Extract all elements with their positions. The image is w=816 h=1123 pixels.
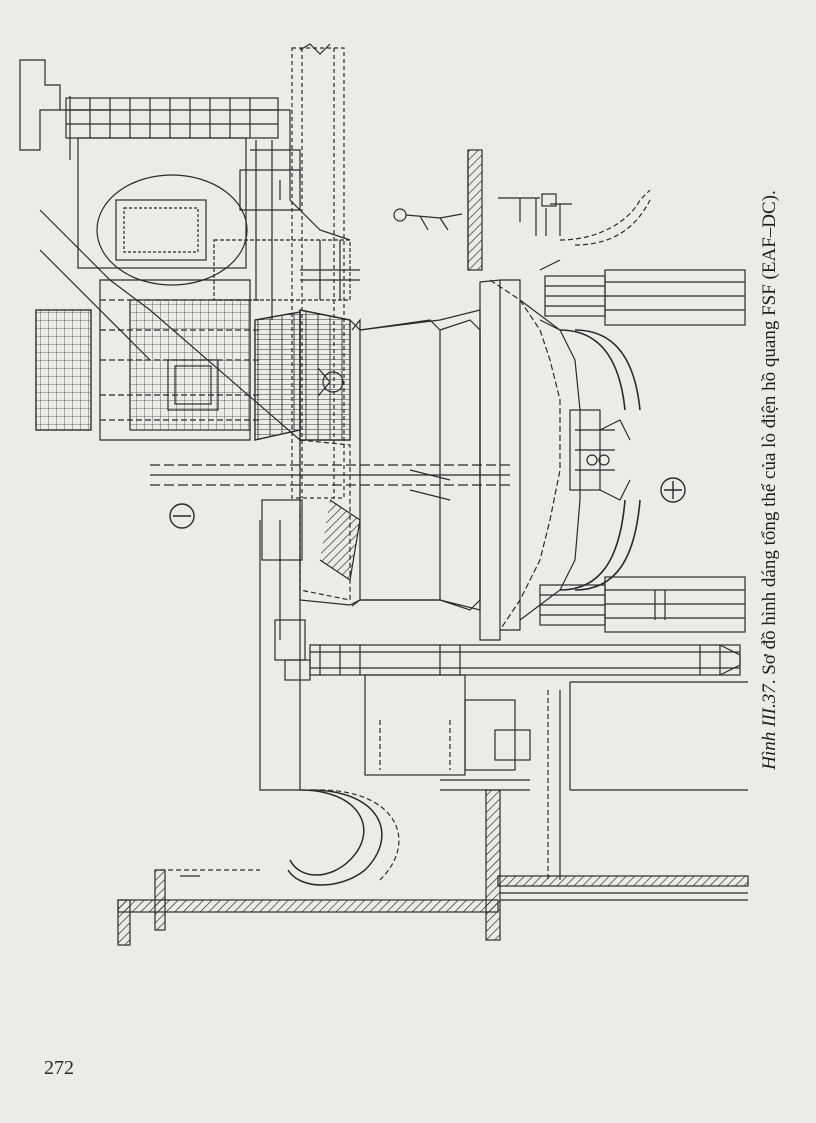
furnace-shell bbox=[150, 279, 561, 641]
page-number: 272 bbox=[44, 1057, 74, 1079]
figure-caption-text: . Sơ đồ hình dáng tổng thể của lò điện h… bbox=[759, 190, 780, 685]
figure-label: Hình III.37 bbox=[759, 684, 780, 770]
cable-hose-loop bbox=[154, 499, 400, 931]
figure-caption: Hình III.37. Sơ đồ hình dáng tổng thể củ… bbox=[759, 190, 781, 769]
operator-platform bbox=[393, 149, 572, 271]
bottom-electrode-assembly bbox=[519, 189, 651, 621]
tilting-cylinder bbox=[309, 644, 741, 791]
plus-circle-icon bbox=[660, 477, 686, 503]
lower-conductor-arm bbox=[539, 576, 746, 633]
minus-circle-icon bbox=[169, 503, 195, 529]
roof-tilting-mechanism bbox=[19, 59, 360, 441]
floor-structure bbox=[117, 681, 749, 946]
polarity-symbols bbox=[169, 477, 686, 529]
upper-conductor-arm bbox=[539, 259, 746, 331]
